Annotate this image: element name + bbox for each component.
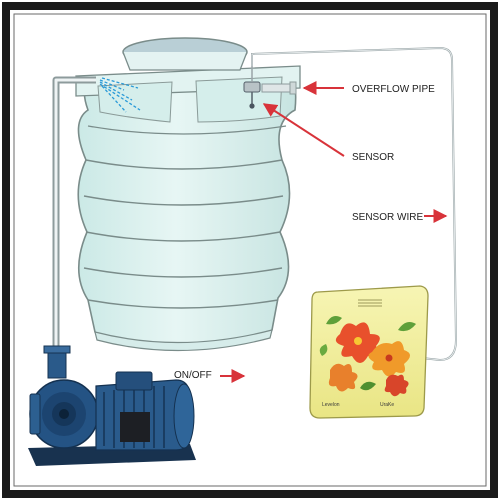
level-controller: Levelon UraKe bbox=[309, 285, 429, 419]
brand-left: Levelon bbox=[322, 402, 340, 408]
inner-border bbox=[13, 13, 487, 487]
sensor-label: SENSOR bbox=[352, 152, 394, 163]
inlet-pipe bbox=[52, 76, 141, 356]
brand-right: UraKe bbox=[380, 402, 394, 408]
tank-rib bbox=[85, 159, 283, 170]
tank-rib bbox=[83, 195, 284, 206]
sensor-probe-icon bbox=[243, 66, 261, 109]
pump-nameplate bbox=[120, 412, 150, 442]
flower-pattern-icon bbox=[319, 316, 416, 397]
tank-rib bbox=[83, 267, 283, 278]
on-off-label: ON/OFF bbox=[174, 370, 212, 381]
overflow-pipe bbox=[261, 81, 297, 95]
tank-rib bbox=[85, 231, 281, 242]
tank-rib bbox=[87, 125, 287, 135]
water-pump bbox=[28, 345, 196, 466]
tank-rib bbox=[87, 299, 279, 309]
sensor-wire-label: SENSOR WIRE bbox=[352, 212, 423, 223]
sensor-arrow bbox=[262, 103, 345, 157]
overflow-pipe-label: OVERFLOW PIPE bbox=[352, 84, 435, 95]
